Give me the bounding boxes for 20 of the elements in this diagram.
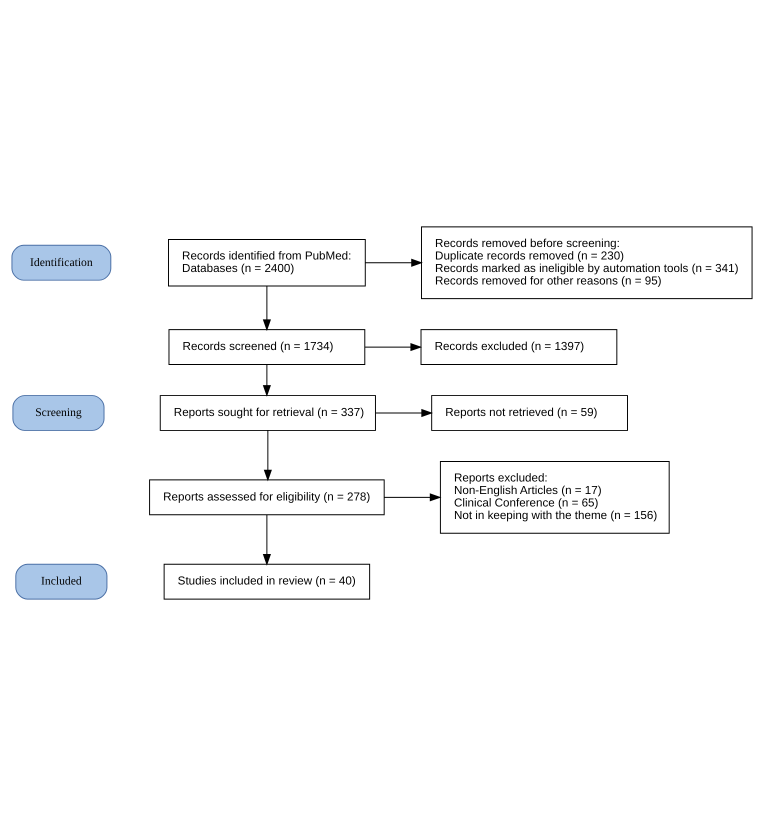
arrow [375, 408, 433, 418]
arrow [384, 493, 442, 502]
node-box: Records excluded (n = 1397) [420, 329, 618, 366]
node-box: Reports assessed for eligibility (n = 278) [149, 479, 385, 516]
node-box: Included [15, 564, 108, 600]
node-box: Screening [12, 395, 105, 431]
arrow [262, 286, 271, 332]
node-box: Reports excluded: Non-English Articles (n = 17) Clinical Conference (n = 65) Not in keeping with the theme (n = 156) [440, 460, 670, 534]
node-box: Records screened (n = 1734) [168, 329, 366, 366]
arrow [364, 343, 422, 352]
arrow [262, 514, 271, 566]
node-box: Records identified from PubMed: Databases (n = 2400) [168, 239, 366, 286]
node-box: Records removed before screening: Duplicate records removed (n = 230) Records marked as ineligible by automation tools (n = 341) Records removed for other reasons (n = 95) [421, 226, 753, 300]
arrow [264, 430, 272, 482]
arrow [364, 258, 423, 267]
arrow [262, 364, 271, 397]
node-box: Identification [11, 244, 112, 281]
node-box: Reports sought for retrieval (n = 337) [160, 395, 376, 431]
node-box: Reports not retrieved (n = 59) [431, 395, 628, 431]
node-box: Studies included in review (n = 40) [164, 564, 370, 600]
